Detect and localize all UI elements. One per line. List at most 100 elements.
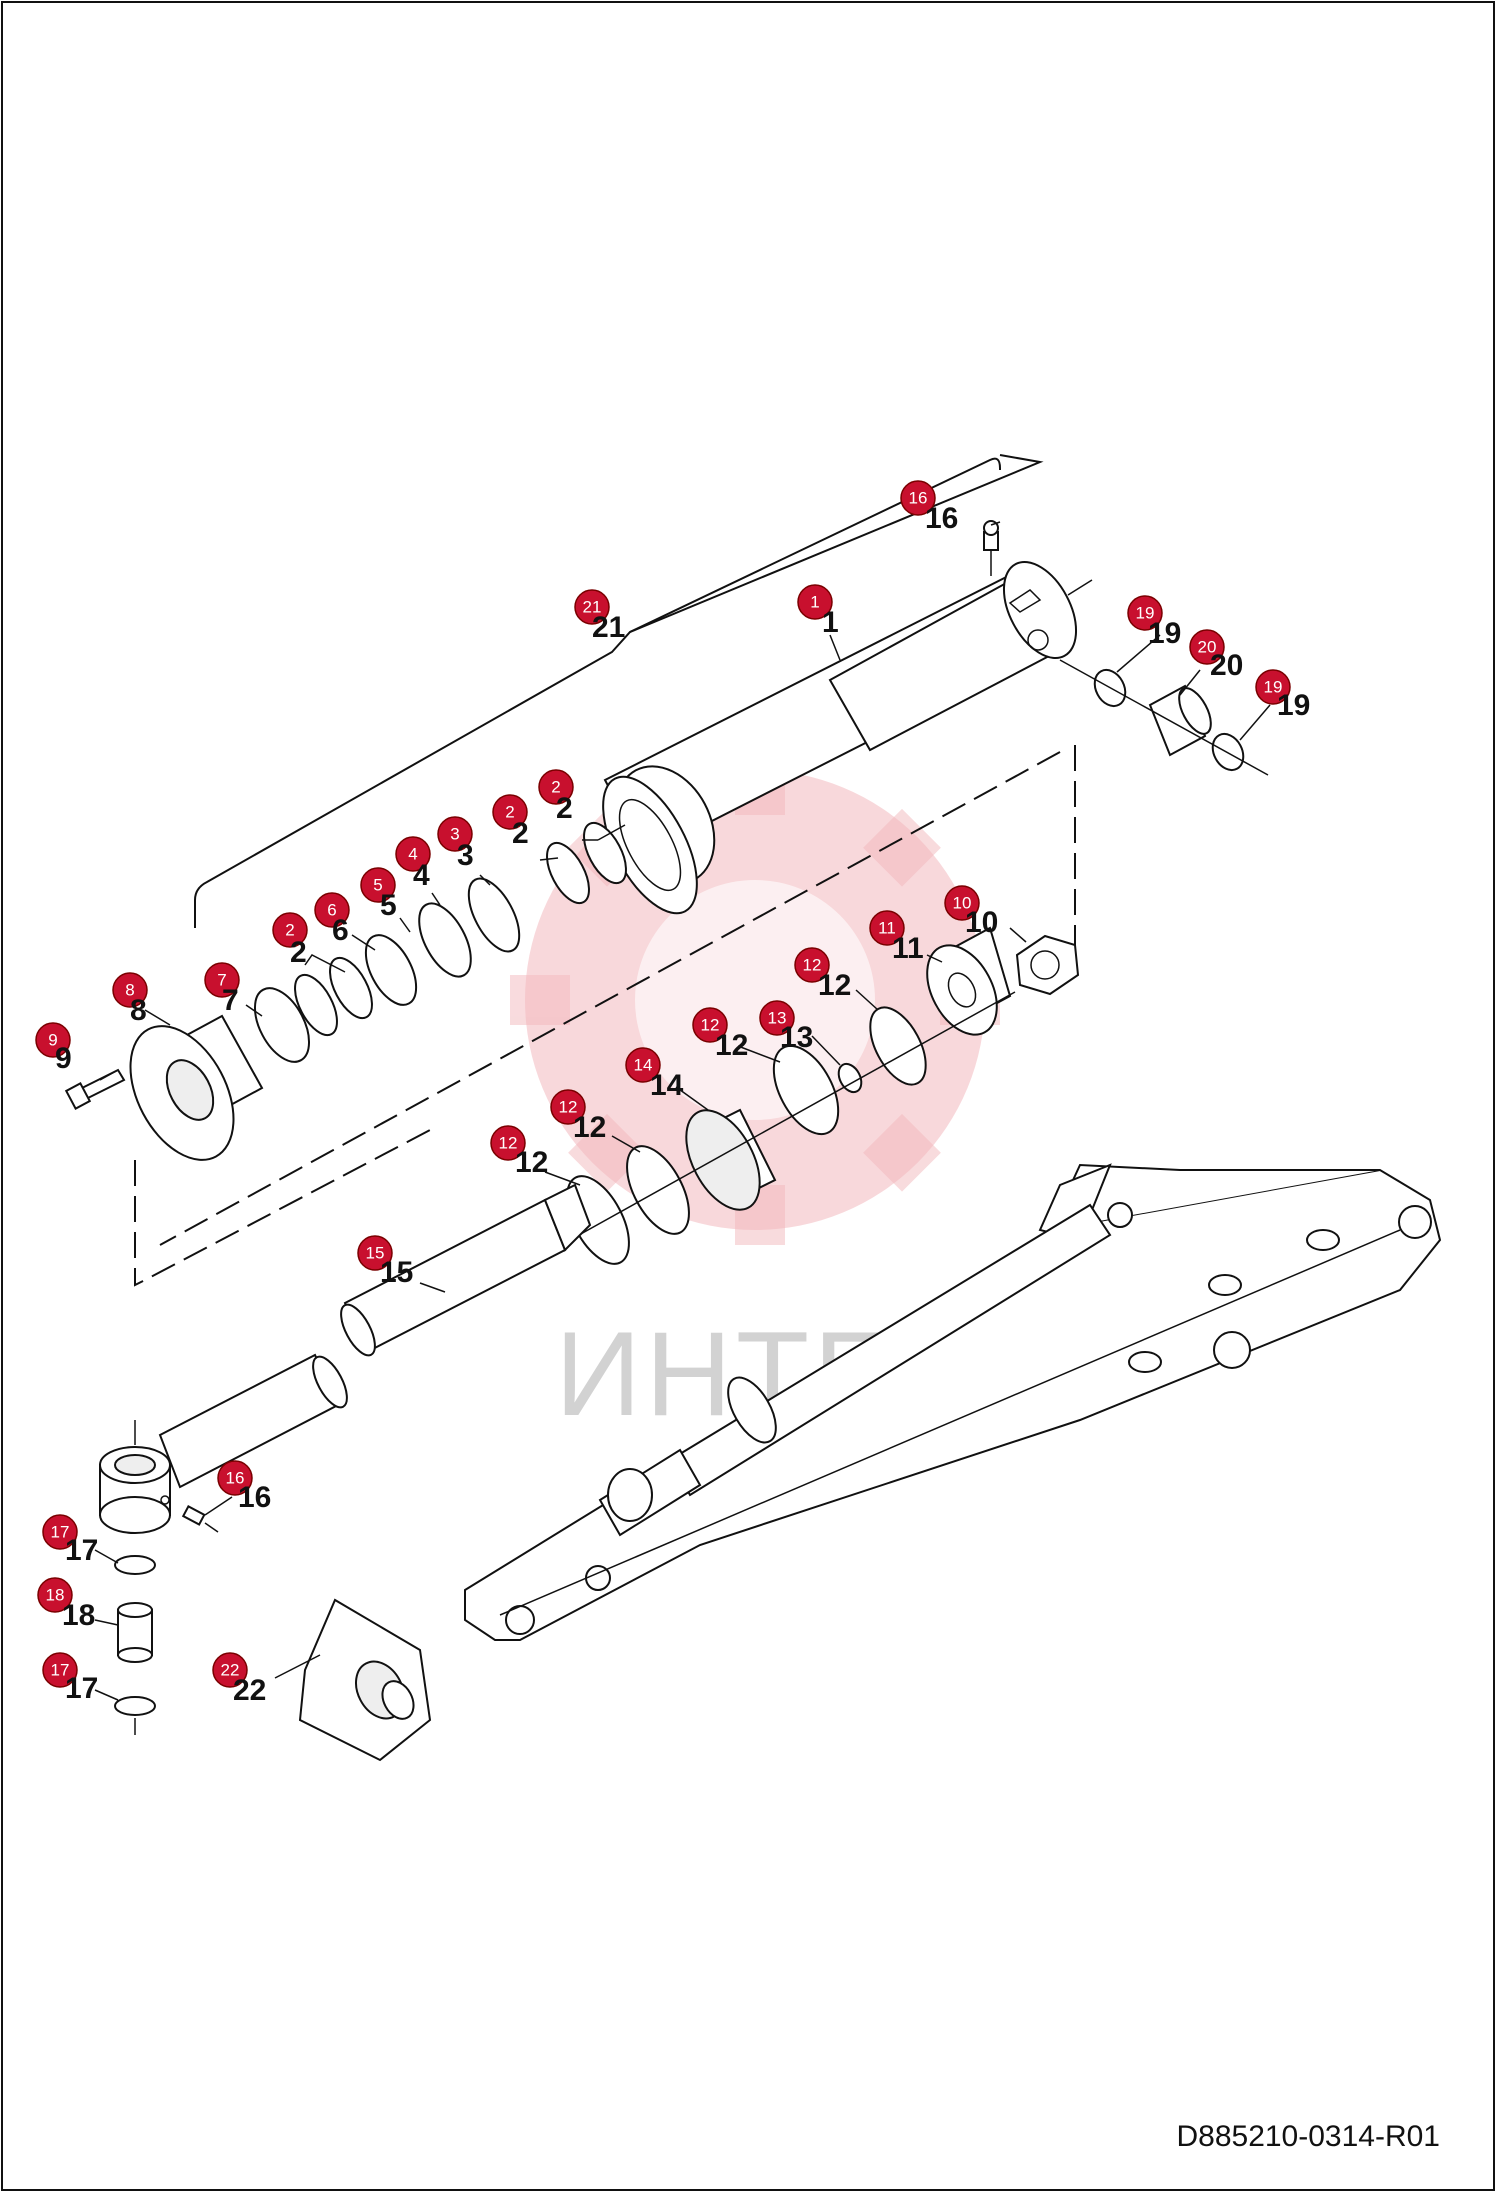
part-number: 12 (573, 1111, 606, 1144)
callout-badge-text: 13 (768, 1009, 787, 1028)
callout-badge-text: 5 (373, 876, 382, 895)
part-number: 15 (380, 1256, 413, 1289)
callout-18[interactable]: 18 18 (37, 1577, 95, 1632)
callout-8[interactable]: 8 8 (112, 972, 148, 1027)
callout-19-b[interactable]: 19 19 (1255, 669, 1310, 722)
callout-17-b[interactable]: 17 17 (42, 1652, 98, 1705)
callout-11[interactable]: 11 11 (869, 910, 924, 965)
callout-6[interactable]: 6 6 (314, 892, 350, 947)
callout-badge-text: 18 (46, 1586, 65, 1605)
callout-17-a[interactable]: 17 17 (42, 1514, 98, 1567)
callout-badge (42, 1652, 78, 1688)
callout-badge-text: 1 (810, 593, 819, 612)
callout-badge-text: 16 (909, 489, 928, 508)
callout-badge-text: 4 (408, 845, 417, 864)
callout-badge-text: 17 (51, 1661, 70, 1680)
callout-10[interactable]: 10 10 (944, 885, 998, 939)
callout-badge-text: 15 (366, 1244, 385, 1263)
callout-badge (794, 947, 830, 983)
callout-14[interactable]: 14 14 (625, 1047, 684, 1102)
callout-badge-text: 6 (327, 901, 336, 920)
callout-badge-text: 12 (559, 1098, 578, 1117)
callout-16-top[interactable]: 16 16 (900, 480, 958, 535)
dashed-bracket-right (1054, 745, 1076, 948)
callout-badge-text: 22 (221, 1661, 240, 1680)
part-number: 10 (965, 906, 998, 939)
part-number: 5 (380, 889, 397, 922)
part-number: 16 (925, 502, 958, 535)
callout-badge (625, 1047, 661, 1083)
part-number: 20 (1210, 649, 1243, 682)
piston-rod (158, 1183, 592, 1489)
callout-badge-text: 19 (1264, 678, 1283, 697)
callout-badge-text: 12 (803, 956, 822, 975)
callout-badge (1127, 595, 1163, 631)
part-number: 12 (515, 1146, 548, 1179)
callout-12-c[interactable]: 12 12 (550, 1089, 606, 1144)
callout-badge (212, 1652, 248, 1688)
callout-badge-text: 2 (505, 803, 514, 822)
callout-22[interactable]: 22 22 (212, 1652, 266, 1707)
callout-badge (900, 480, 936, 516)
callout-badge (1189, 629, 1225, 665)
callout-1[interactable]: 1 1 (797, 584, 839, 639)
callout-5[interactable]: 5 5 (360, 867, 397, 922)
part-number: 6 (332, 914, 349, 947)
callout-badge (797, 584, 833, 620)
callout-badge (42, 1514, 78, 1550)
callout-15[interactable]: 15 15 (357, 1235, 413, 1289)
callout-2-a[interactable]: 2 2 (538, 769, 574, 825)
callout-9[interactable]: 9 9 (35, 1022, 72, 1075)
part-number: 2 (556, 792, 573, 825)
head-bolt (64, 1068, 126, 1110)
part-number: 11 (892, 932, 924, 965)
callout-12-b[interactable]: 12 12 (692, 1007, 748, 1062)
callout-21[interactable]: 21 21 (574, 589, 625, 644)
callout-3[interactable]: 3 3 (437, 816, 474, 872)
seal-kit (298, 1598, 432, 1762)
callout-badge (35, 1022, 71, 1058)
callout-badge (759, 1000, 795, 1036)
callout-badge (112, 972, 148, 1008)
callout-badge (538, 769, 574, 805)
callout-badge-text: 7 (217, 971, 226, 990)
callout-badge-text: 3 (450, 825, 459, 844)
part-number: 12 (818, 969, 851, 1002)
part-number: 7 (222, 984, 239, 1017)
callout-20[interactable]: 20 20 (1189, 629, 1243, 682)
callout-badge (692, 1007, 728, 1043)
callout-13[interactable]: 13 13 (759, 1000, 813, 1054)
cylinder-head (129, 1014, 264, 1161)
part-number: 13 (780, 1021, 813, 1054)
callout-badge (490, 1125, 526, 1161)
callout-2-b[interactable]: 2 2 (492, 794, 529, 850)
callout-badge-text: 10 (953, 894, 972, 913)
part-number: 16 (238, 1481, 271, 1514)
part-number: 17 (65, 1672, 98, 1705)
callout-7[interactable]: 7 7 (204, 962, 240, 1017)
part-number: 9 (55, 1042, 72, 1075)
callout-badge-text: 16 (226, 1469, 245, 1488)
seal-ring-stack (253, 821, 627, 1063)
callout-badge (944, 885, 980, 921)
rod-eye-bushings (114, 1555, 156, 1735)
callout-badge-text: 9 (48, 1031, 57, 1050)
callout-badge-text: 11 (878, 919, 896, 938)
callout-badge (357, 1235, 393, 1271)
callout-19-a[interactable]: 19 19 (1127, 595, 1181, 650)
callout-12-d[interactable]: 12 12 (490, 1125, 548, 1179)
part-number: 4 (413, 859, 430, 892)
grease-nipple-top (983, 520, 999, 576)
callout-4[interactable]: 4 4 (395, 836, 431, 892)
leader-lines (94, 521, 1271, 1701)
callout-badge (37, 1577, 73, 1613)
part-number: 19 (1277, 689, 1310, 722)
part-number: 17 (65, 1534, 98, 1567)
callout-2-c[interactable]: 2 2 (272, 912, 308, 969)
callout-badge-text: 19 (1136, 604, 1155, 623)
callout-badge (204, 962, 240, 998)
callout-12-a[interactable]: 12 12 (794, 947, 851, 1002)
callout-16-lower[interactable]: 16 16 (217, 1460, 271, 1514)
